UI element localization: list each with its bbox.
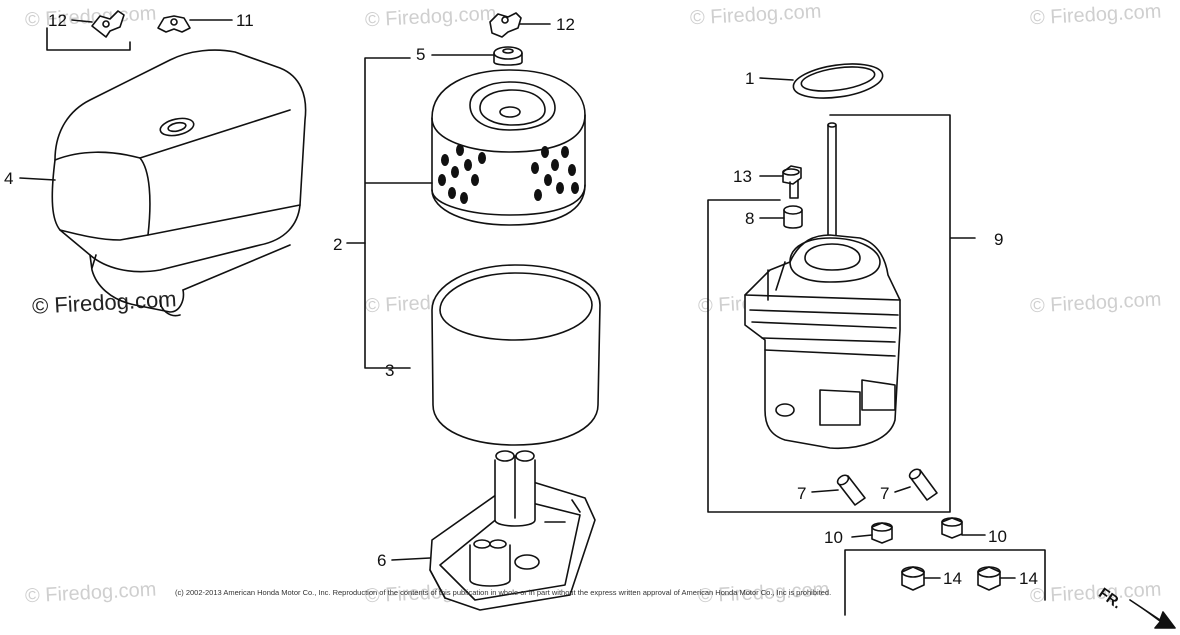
callout-2: 2 [333,235,343,254]
wing-nut-12-center [489,12,522,38]
callout-9: 9 [994,230,1004,249]
callout-10: 10 [824,528,843,547]
callout-7: 7 [797,484,807,503]
collar-8 [783,205,803,229]
callout-12: 12 [48,11,67,30]
nut-14-right [977,566,1001,591]
air-cleaner-elbow-9 [744,122,901,450]
air-filter-element-2 [431,69,586,226]
callout-3: 3 [385,361,395,380]
filter-holes [438,144,579,204]
callout-12: 12 [556,15,575,34]
callout-10: 10 [988,527,1007,546]
pipe-7-left [836,474,866,506]
callout-7: 7 [880,484,890,503]
bolt-13 [782,165,802,199]
nut-10-left [871,522,893,544]
air-cleaner-base-6 [429,450,596,611]
wing-nut-12-left [91,10,125,38]
nut-10-right [941,517,963,539]
callout-11: 11 [236,11,254,30]
foam-element-3 [431,264,601,446]
clip-11 [157,15,191,33]
grommet-5 [493,46,523,66]
callout-4: 4 [4,169,14,188]
callout-14: 14 [1019,569,1038,588]
front-direction-arrow [1129,599,1176,629]
callout-1: 1 [745,69,755,88]
callout-5: 5 [416,45,426,64]
callout-8: 8 [745,209,755,228]
air-cleaner-cover-4 [51,49,307,317]
callout-6: 6 [377,551,387,570]
copyright-notice: (c) 2002-2013 American Honda Motor Co., … [175,588,832,597]
nut-14-left [901,566,925,591]
callout-14: 14 [943,569,962,588]
gasket-1 [792,63,884,99]
callout-13: 13 [733,167,752,186]
pipe-7-right [908,468,938,501]
